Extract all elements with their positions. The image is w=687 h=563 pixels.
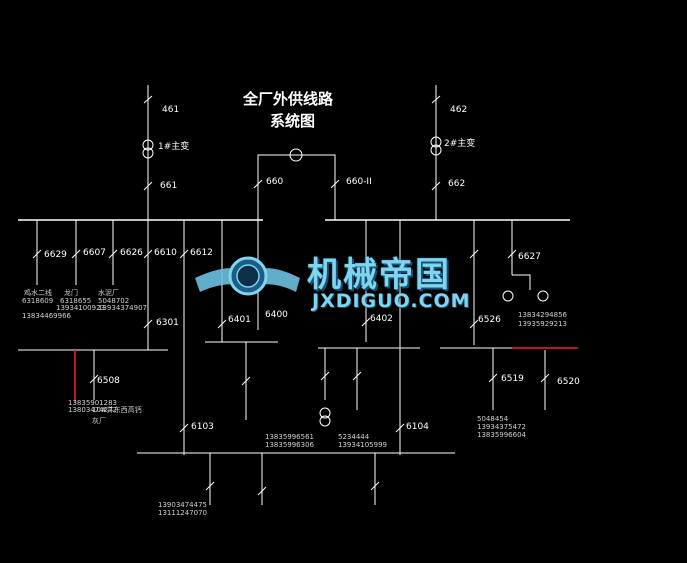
switch-662 [431,181,441,191]
note-n10: 13834294856 [518,311,567,319]
note-n2: 龙门 [64,289,78,297]
watermark-cn: 机械帝国 [307,255,451,295]
note-n13: 13803474272 [68,406,117,414]
note-n24: 13111247070 [158,509,207,517]
label-6401: 6401 [228,315,251,325]
note-n19: 13934105999 [338,441,387,449]
label-6627: 6627 [518,252,541,262]
note-n14: 10#井东西高钙 [92,406,142,414]
note-n5: 6318655 [60,297,92,305]
transformer-1-winding-b [142,147,154,159]
label-6607: 6607 [83,248,106,258]
transformer-2-winding-b [430,144,442,156]
label-662: 662 [448,179,466,189]
label-6301: 6301 [156,318,179,328]
label-6610: 6610 [154,248,177,258]
note-n20: 5048454 [477,415,509,423]
label-660: 660 [266,177,284,187]
note-n9: 13834469966 [22,312,71,320]
label-660-ii: 660-II [346,177,372,187]
switch-462 [431,95,441,104]
switch-660-ii [330,179,340,189]
transformer-1-winding-a [142,139,154,151]
label-6104: 6104 [406,422,429,432]
label-6400: 6400 [265,310,288,320]
note-n7: 13934100923 [56,304,105,312]
note-n8: 13934374907 [98,304,147,312]
label-6103: 6103 [191,422,214,432]
label-6402: 6402 [370,314,393,324]
note-n3: 水泥厂 [98,289,119,297]
label-661: 661 [160,181,178,191]
note-n23: 13903474475 [158,501,207,509]
note-n11: 13935929213 [518,320,567,328]
note-n21: 13934375472 [477,423,526,431]
label-461: 461 [162,105,180,115]
station-transformer-a [502,290,514,302]
label-6520: 6520 [557,377,580,387]
note-n12: 13835901283 [68,399,117,407]
note-n18: 5234444 [338,433,370,441]
station-transformer-b [537,290,549,302]
note-n22: 13835996604 [477,431,526,439]
note-n16: 13835996561 [265,433,314,441]
reactor-symbol [289,148,303,162]
watermark-en: JXDIGUO.COM [312,290,471,312]
diagram-title-line2: 系统图 [270,112,316,130]
note-n6: 5048702 [98,297,130,305]
label-6629: 6629 [44,250,67,260]
label-6526: 6526 [478,315,501,325]
label-t1: 1#主变 [158,142,190,152]
watermark-emblem [195,256,300,296]
switch-461 [143,95,153,104]
label-462: 462 [450,105,468,115]
tie-line [257,154,336,220]
label-6508: 6508 [97,376,120,386]
note-n1: 鸡水二线 [24,289,52,297]
diagram-title-line1: 全厂外供线路 [243,90,334,108]
label-6626: 6626 [120,248,143,258]
switch-661 [143,181,153,191]
label-6612: 6612 [190,248,213,258]
note-n15: 灰厂 [92,417,106,425]
switch-660 [253,179,263,189]
transformer-2-winding-a [430,136,442,148]
note-n4: 6318609 [22,297,54,305]
label-t2: 2#主变 [444,139,476,149]
label-6519: 6519 [501,374,524,384]
note-n17: 13835996306 [265,441,314,449]
